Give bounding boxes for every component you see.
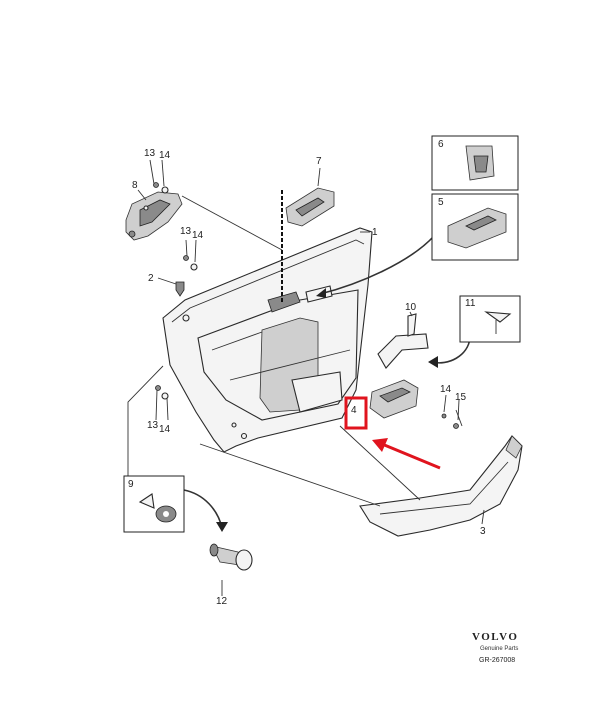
inset-box-5	[431, 193, 519, 261]
callout-13-mid: 13	[180, 226, 192, 237]
callout-14-mid: 14	[192, 230, 204, 241]
inset-box-9	[123, 475, 185, 533]
inset-box-11	[459, 295, 521, 343]
callout-9: 9	[128, 479, 134, 490]
callout-labels: 1 2 3 4 5 6 7 8 9 10 11 12 13 14 13 14 1…	[128, 139, 486, 607]
grommet-part-12	[209, 543, 253, 571]
callout-1: 1	[372, 227, 378, 238]
callout-3: 3	[480, 526, 486, 537]
callout-10: 10	[405, 302, 417, 313]
handle-cup-part-7	[281, 187, 335, 302]
highlight-marker	[344, 396, 441, 470]
switch-housing-part-4	[369, 379, 463, 429]
fasteners	[153, 182, 198, 400]
lower-trim-strip	[359, 435, 523, 537]
callout-12: 12	[216, 596, 228, 607]
callout-13-top: 13	[144, 148, 156, 159]
inset-box-6	[431, 135, 519, 191]
door-trim-panel	[162, 227, 373, 453]
brand-logo: VOLVO	[472, 631, 518, 643]
callout-2: 2	[148, 273, 154, 284]
leader-lines	[127, 159, 485, 596]
highlight-arrow	[381, 442, 441, 470]
brand-tagline: Genuine Parts	[480, 646, 518, 652]
diagram-reference: GR-267008	[479, 657, 515, 664]
callout-4: 4	[351, 405, 357, 416]
callout-5: 5	[438, 197, 444, 208]
volvo-logo-block: VOLVO Genuine Parts GR-267008	[472, 631, 518, 664]
callout-14-low: 14	[159, 424, 171, 435]
callout-6: 6	[438, 139, 444, 150]
callout-15: 15	[455, 392, 467, 403]
trim-piece-part-10	[377, 313, 429, 369]
callout-14-right: 14	[440, 384, 452, 395]
highlight-box	[344, 396, 368, 430]
callout-7: 7	[316, 156, 322, 167]
callout-11: 11	[465, 298, 476, 309]
callout-8: 8	[132, 180, 138, 191]
callout-14-top: 14	[159, 150, 171, 161]
callout-13-low: 13	[147, 420, 159, 431]
inner-door-handle	[125, 191, 183, 241]
